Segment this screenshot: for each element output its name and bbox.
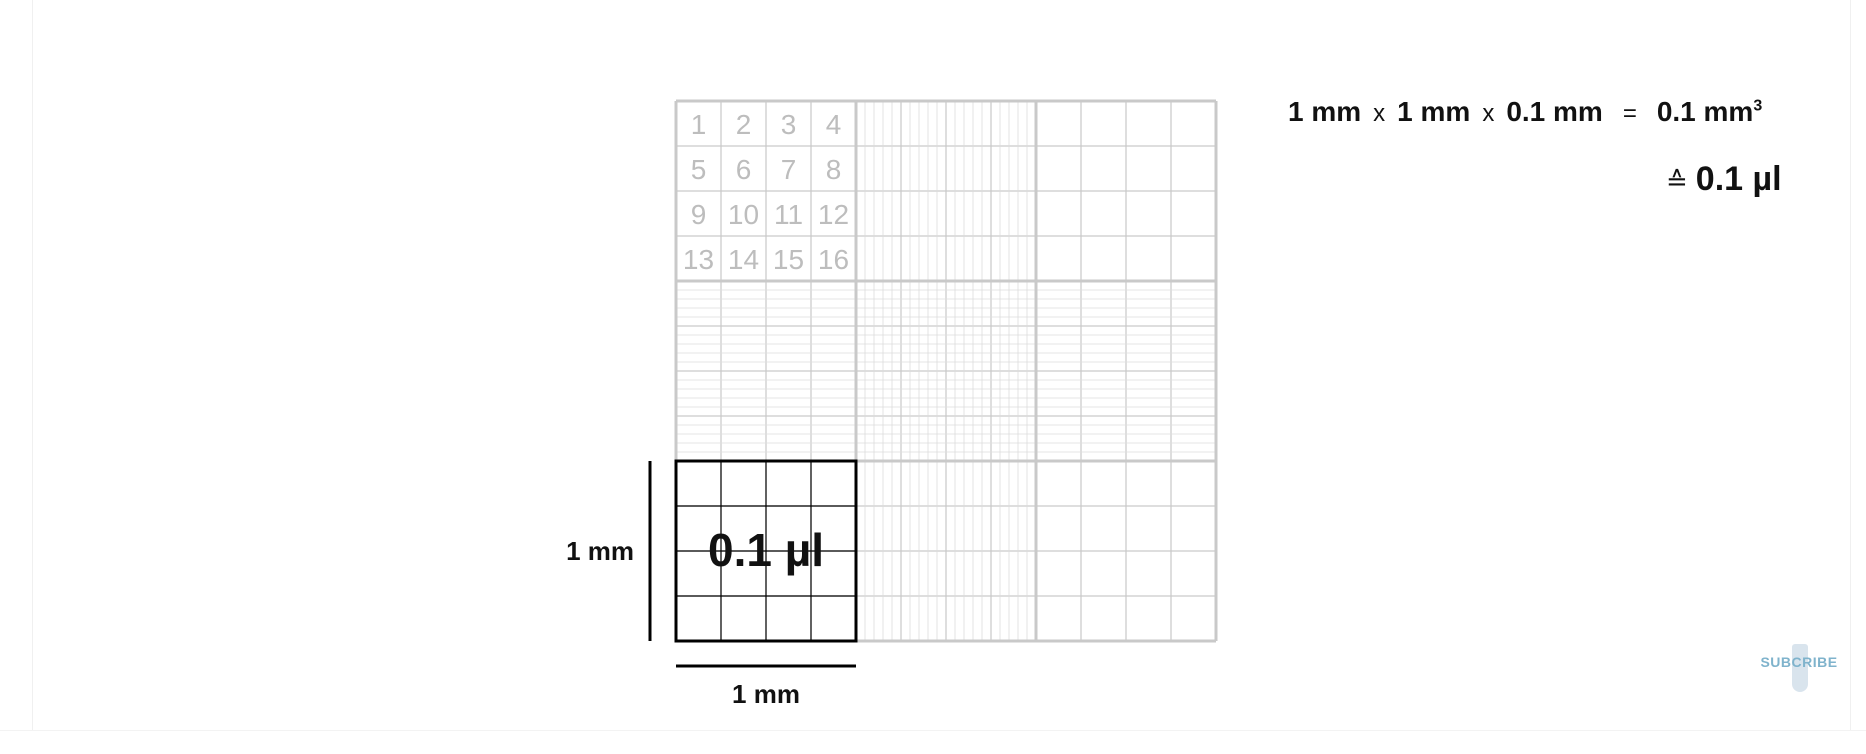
- test-tube-icon: [1792, 644, 1808, 692]
- subscribe-label: SUBCRIBE: [1760, 654, 1838, 670]
- square-number: 2: [736, 109, 752, 140]
- square-number: 6: [736, 154, 752, 185]
- formula-result-exponent: 3: [1753, 97, 1763, 115]
- formula-length: 1 mm: [1288, 96, 1362, 127]
- square-number: 15: [773, 244, 804, 275]
- square-number: 5: [691, 154, 707, 185]
- square-number: 13: [683, 244, 714, 275]
- square-number: 16: [818, 244, 849, 275]
- square-number: 14: [728, 244, 759, 275]
- square-number: 12: [818, 199, 849, 230]
- page-border-right: [1850, 0, 1851, 730]
- page-border-bottom: [0, 730, 1866, 731]
- highlight-border: [674, 459, 858, 643]
- corresponds-symbol: ≙: [1666, 166, 1688, 196]
- formula-times-2: x: [1482, 100, 1495, 127]
- formula-equals: =: [1622, 100, 1637, 127]
- formula-width: 1 mm: [1397, 96, 1471, 127]
- square-number: 9: [691, 199, 707, 230]
- dimension-markers: 1 mm 1 mm: [566, 461, 856, 709]
- fine-grid-lines: [676, 101, 1216, 641]
- formula-times-1: x: [1373, 100, 1386, 127]
- horizontal-dimension-label: 1 mm: [732, 679, 800, 709]
- square-number: 7: [781, 154, 797, 185]
- vertical-dimension-label: 1 mm: [566, 536, 634, 566]
- formula-depth: 0.1 mm: [1506, 96, 1603, 127]
- equivalence-value: 0.1 µl: [1695, 160, 1782, 198]
- highlight-volume-label: 0.1 µl: [708, 524, 824, 576]
- square-number: 1: [691, 109, 707, 140]
- square-number: 4: [826, 109, 842, 140]
- square-number: 3: [781, 109, 797, 140]
- square-number: 10: [728, 199, 759, 230]
- page-border-left: [32, 0, 33, 730]
- square-number: 11: [774, 199, 803, 230]
- highlighted-square: 0.1 µl: [674, 459, 858, 643]
- formula-result: 0.1 mm: [1656, 96, 1754, 127]
- volume-equivalence: ≙0.1 µl: [1666, 160, 1782, 199]
- subscribe-watermark[interactable]: SUBCRIBE: [1756, 644, 1842, 696]
- square-number: 8: [826, 154, 842, 185]
